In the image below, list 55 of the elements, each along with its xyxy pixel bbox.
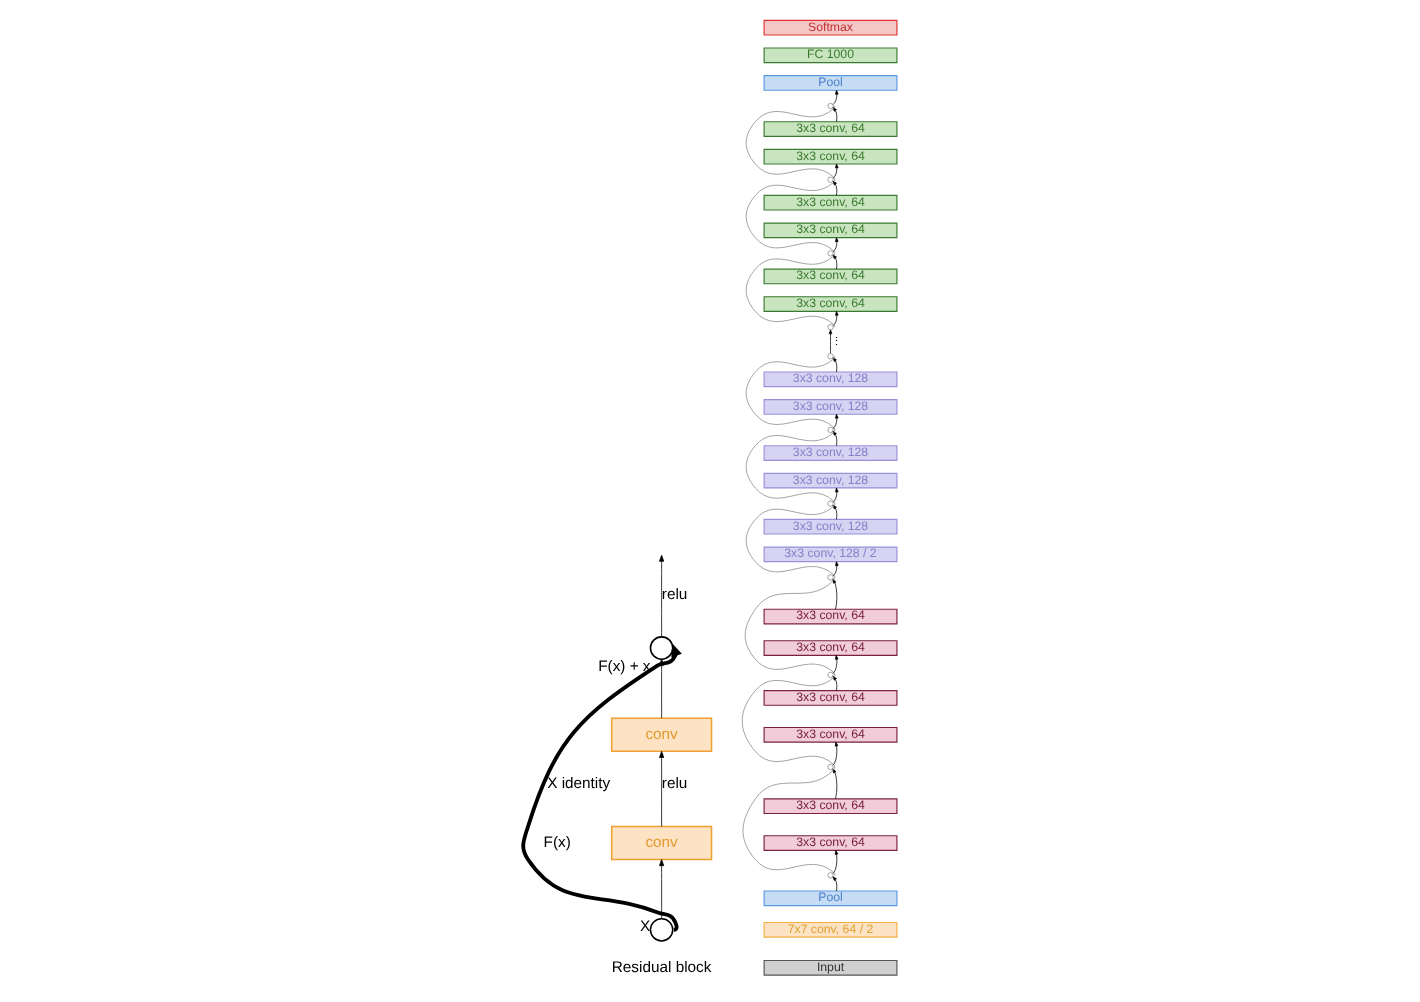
connector (742, 766, 836, 876)
edge-label: relu (661, 584, 688, 603)
node-circle (827, 176, 834, 183)
arrow (832, 254, 838, 270)
arrow (832, 676, 838, 691)
connector (745, 503, 836, 578)
arrow (832, 311, 839, 326)
node-circle (827, 102, 834, 110)
arrow (832, 237, 839, 253)
label: Residual block (611, 957, 712, 976)
node-circle (649, 917, 674, 942)
node-circle (827, 500, 834, 507)
edge-label: relu (661, 774, 688, 793)
arrow (832, 504, 838, 520)
arrow (832, 89, 839, 105)
node-circle (827, 763, 834, 771)
node-circle (827, 353, 834, 360)
arrow (521, 643, 682, 932)
arrow (832, 107, 838, 123)
arrow (659, 554, 665, 638)
arrow (832, 850, 839, 874)
node-circle (827, 872, 834, 879)
arrow (832, 180, 838, 196)
arrow (832, 578, 838, 610)
label: F(x) (543, 832, 571, 851)
arrow (828, 329, 833, 354)
node-circle (827, 324, 834, 331)
arrow (832, 768, 838, 800)
node-box: conv (610, 717, 713, 753)
arrow (832, 741, 839, 766)
arrow (832, 655, 839, 674)
node-circle (827, 671, 834, 678)
node-box: conv (610, 825, 713, 861)
connector (745, 355, 836, 431)
connector (745, 105, 836, 181)
arrow (832, 876, 838, 892)
connector (744, 577, 836, 676)
arrow (832, 561, 839, 577)
connector (745, 253, 836, 328)
arrow (659, 859, 665, 919)
node-circle (827, 426, 834, 434)
arrow (832, 357, 838, 373)
arrow (659, 750, 665, 827)
arrow (832, 487, 839, 503)
node-label: X (640, 916, 651, 935)
connector (741, 674, 836, 768)
edge-label: X identity (547, 774, 611, 793)
node-circle (649, 636, 674, 660)
arrow (832, 163, 839, 179)
arrow (832, 413, 839, 429)
connector (745, 429, 836, 505)
node-circle (827, 250, 834, 257)
connector (745, 179, 836, 254)
node-circle (827, 574, 834, 581)
arrow (832, 431, 838, 447)
